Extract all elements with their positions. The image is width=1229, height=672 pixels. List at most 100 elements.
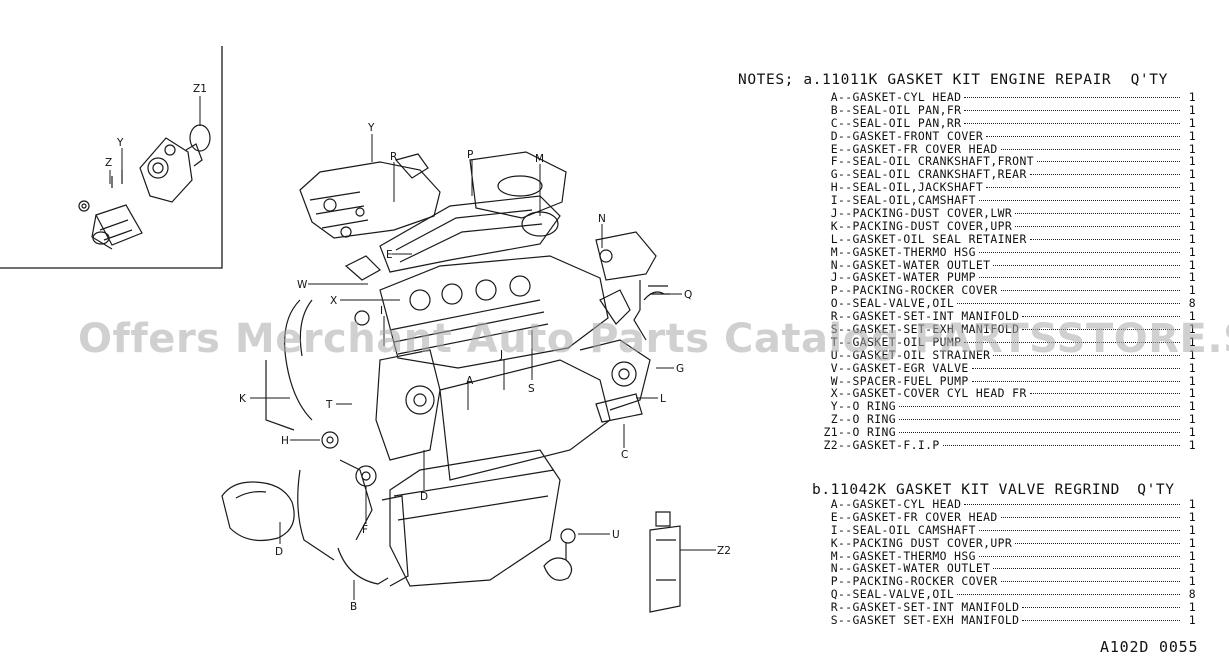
part-description: --GASKET-OIL SEAL RETAINER	[838, 231, 1027, 246]
part-description: --GASKET-THERMO HSG	[838, 244, 976, 259]
part-code: Z1	[823, 425, 838, 440]
part-code: I	[830, 522, 838, 537]
part-code: Q	[830, 587, 838, 602]
part-description: --GASKET-THERMO HSG	[838, 548, 976, 563]
leader-dots	[1001, 148, 1180, 150]
part-description: --GASKET-SET-INT MANIFOLD	[838, 600, 1020, 615]
part-description: --PACKING-DUST COVER,UPR	[838, 218, 1013, 233]
callout-h: H	[281, 435, 289, 447]
part-quantity: 1	[1188, 497, 1196, 511]
part-description: --SEAL-OIL,CAMSHAFT	[838, 193, 976, 208]
callout-g: G	[676, 363, 684, 375]
part-quantity: 1	[1188, 347, 1196, 362]
part-quantity: 1	[1188, 309, 1196, 324]
callout-p: P	[467, 149, 473, 161]
leader-dots	[1030, 238, 1180, 240]
part-description: --PACKING-ROCKER COVER	[838, 283, 998, 298]
part-code: X	[830, 386, 838, 401]
part-description: --SEAL-OIL CRANKSHAFT,REAR	[838, 167, 1027, 182]
kit-b-title: GASKET KIT VALVE REGRIND	[896, 482, 1120, 498]
part-description: --GASKET-OIL PUMP	[838, 334, 962, 349]
kit-a-title: GASKET KIT ENGINE REPAIR	[887, 72, 1112, 88]
part-code: D	[830, 128, 838, 143]
part-description: --GASKET-WATER OUTLET	[838, 561, 991, 576]
part-code: B	[830, 102, 838, 117]
part-quantity: 1	[1188, 90, 1196, 104]
leader-dots	[957, 594, 1180, 596]
callout-j: J	[499, 349, 503, 361]
callout-r: R	[390, 151, 397, 163]
part-description: --SEAL-OIL CAMSHAFT	[838, 522, 976, 537]
part-code: K	[830, 535, 838, 550]
callout-labels: Z1 Y Z Y R P M N E W X I Q J G K A S T L…	[105, 83, 731, 613]
part-quantity: 1	[1188, 167, 1196, 182]
callout-i: I	[380, 305, 383, 317]
leader-dots	[979, 200, 1180, 202]
part-code: J	[830, 270, 838, 285]
leader-dots	[964, 97, 1180, 98]
leader-dots	[1001, 516, 1180, 518]
callout-l: L	[660, 393, 666, 405]
part-description: --GASKET-FRONT COVER	[838, 128, 984, 143]
part-description: --GASKET-WATER PUMP	[838, 270, 976, 285]
callout-k: K	[239, 393, 247, 405]
leader-dots	[1022, 329, 1180, 331]
leader-dots	[979, 555, 1180, 557]
part-quantity: 1	[1188, 102, 1196, 117]
leader-dots	[1022, 607, 1180, 609]
part-code: E	[830, 509, 838, 524]
callout-q: Q	[684, 289, 692, 301]
callout-b: B	[350, 601, 357, 613]
leader-dots	[964, 109, 1180, 111]
kit-b-part-number: 11042K	[830, 482, 887, 498]
leader-dots	[993, 568, 1180, 570]
part-quantity: 1	[1188, 283, 1196, 298]
part-code: O	[830, 296, 838, 311]
part-description: --GASKET-F.I.P	[838, 438, 940, 453]
part-code: P	[830, 574, 838, 589]
notes-prefix: NOTES;	[738, 72, 794, 88]
part-code: F	[830, 154, 838, 169]
part-quantity: 8	[1188, 296, 1196, 311]
leader-dots	[1015, 542, 1180, 544]
part-quantity: 1	[1188, 206, 1196, 221]
kit-b-tag: b.	[812, 482, 831, 498]
leader-dots	[1030, 393, 1180, 395]
part-description: --O RING	[838, 425, 897, 440]
watermark: Offers Merchant Auto Parts Catalog PARTS…	[78, 316, 1229, 362]
part-quantity: 1	[1188, 574, 1196, 589]
leader-dots	[1030, 174, 1180, 176]
kit-b-header: b.11042K GASKET KIT VALVE REGRIND Q'TY	[812, 482, 1175, 498]
part-quantity: 1	[1188, 128, 1196, 143]
leader-dots	[899, 432, 1180, 434]
part-code: A	[830, 497, 838, 511]
part-code: R	[830, 600, 838, 615]
leader-dots	[1015, 213, 1180, 215]
leader-dots	[964, 341, 1180, 343]
part-code: S	[830, 322, 838, 337]
part-code: H	[830, 180, 838, 195]
part-description: --GASKET-EGR VALVE	[838, 360, 969, 375]
leader-dots	[1022, 620, 1180, 622]
part-code: Z	[830, 412, 838, 427]
leader-dots	[964, 504, 1180, 505]
leader-dots	[1001, 290, 1180, 292]
part-code: C	[830, 115, 838, 130]
kit-b-qty-header: Q'TY	[1137, 482, 1175, 498]
part-quantity: 1	[1188, 600, 1196, 615]
part-description: --O RING	[838, 412, 897, 427]
part-description: --SEAL-OIL PAN,RR	[838, 115, 962, 130]
